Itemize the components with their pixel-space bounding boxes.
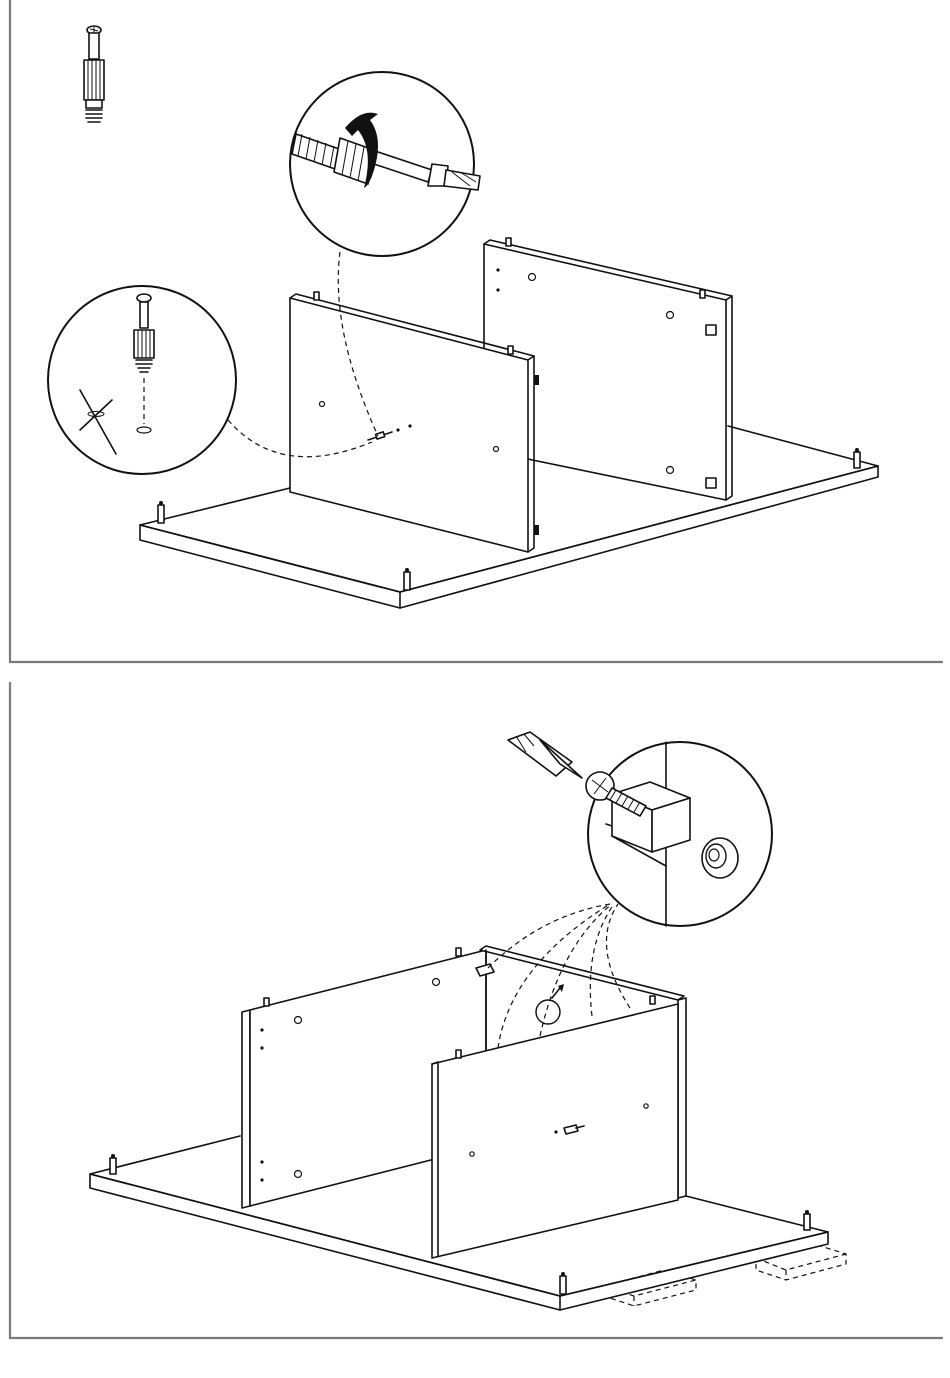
base-dowel — [854, 448, 860, 468]
side-panel-right — [678, 998, 686, 1198]
base-dowel — [404, 568, 410, 590]
base-dowel — [110, 1154, 116, 1174]
base-dowel — [560, 1272, 566, 1294]
assembly-step-2 — [0, 676, 950, 1366]
cam-lock-callout — [586, 742, 772, 926]
cam-hole-highlight — [536, 984, 564, 1024]
step-2-illustration — [0, 676, 950, 1366]
screwdriver-icon — [508, 732, 582, 778]
assembly-step-1 — [0, 0, 950, 670]
step-1-illustration — [0, 0, 950, 670]
cam-bolt-icon — [84, 26, 104, 122]
base-dowel — [804, 1210, 810, 1230]
base-dowel — [158, 501, 164, 523]
cam-nut-icon — [702, 838, 738, 878]
